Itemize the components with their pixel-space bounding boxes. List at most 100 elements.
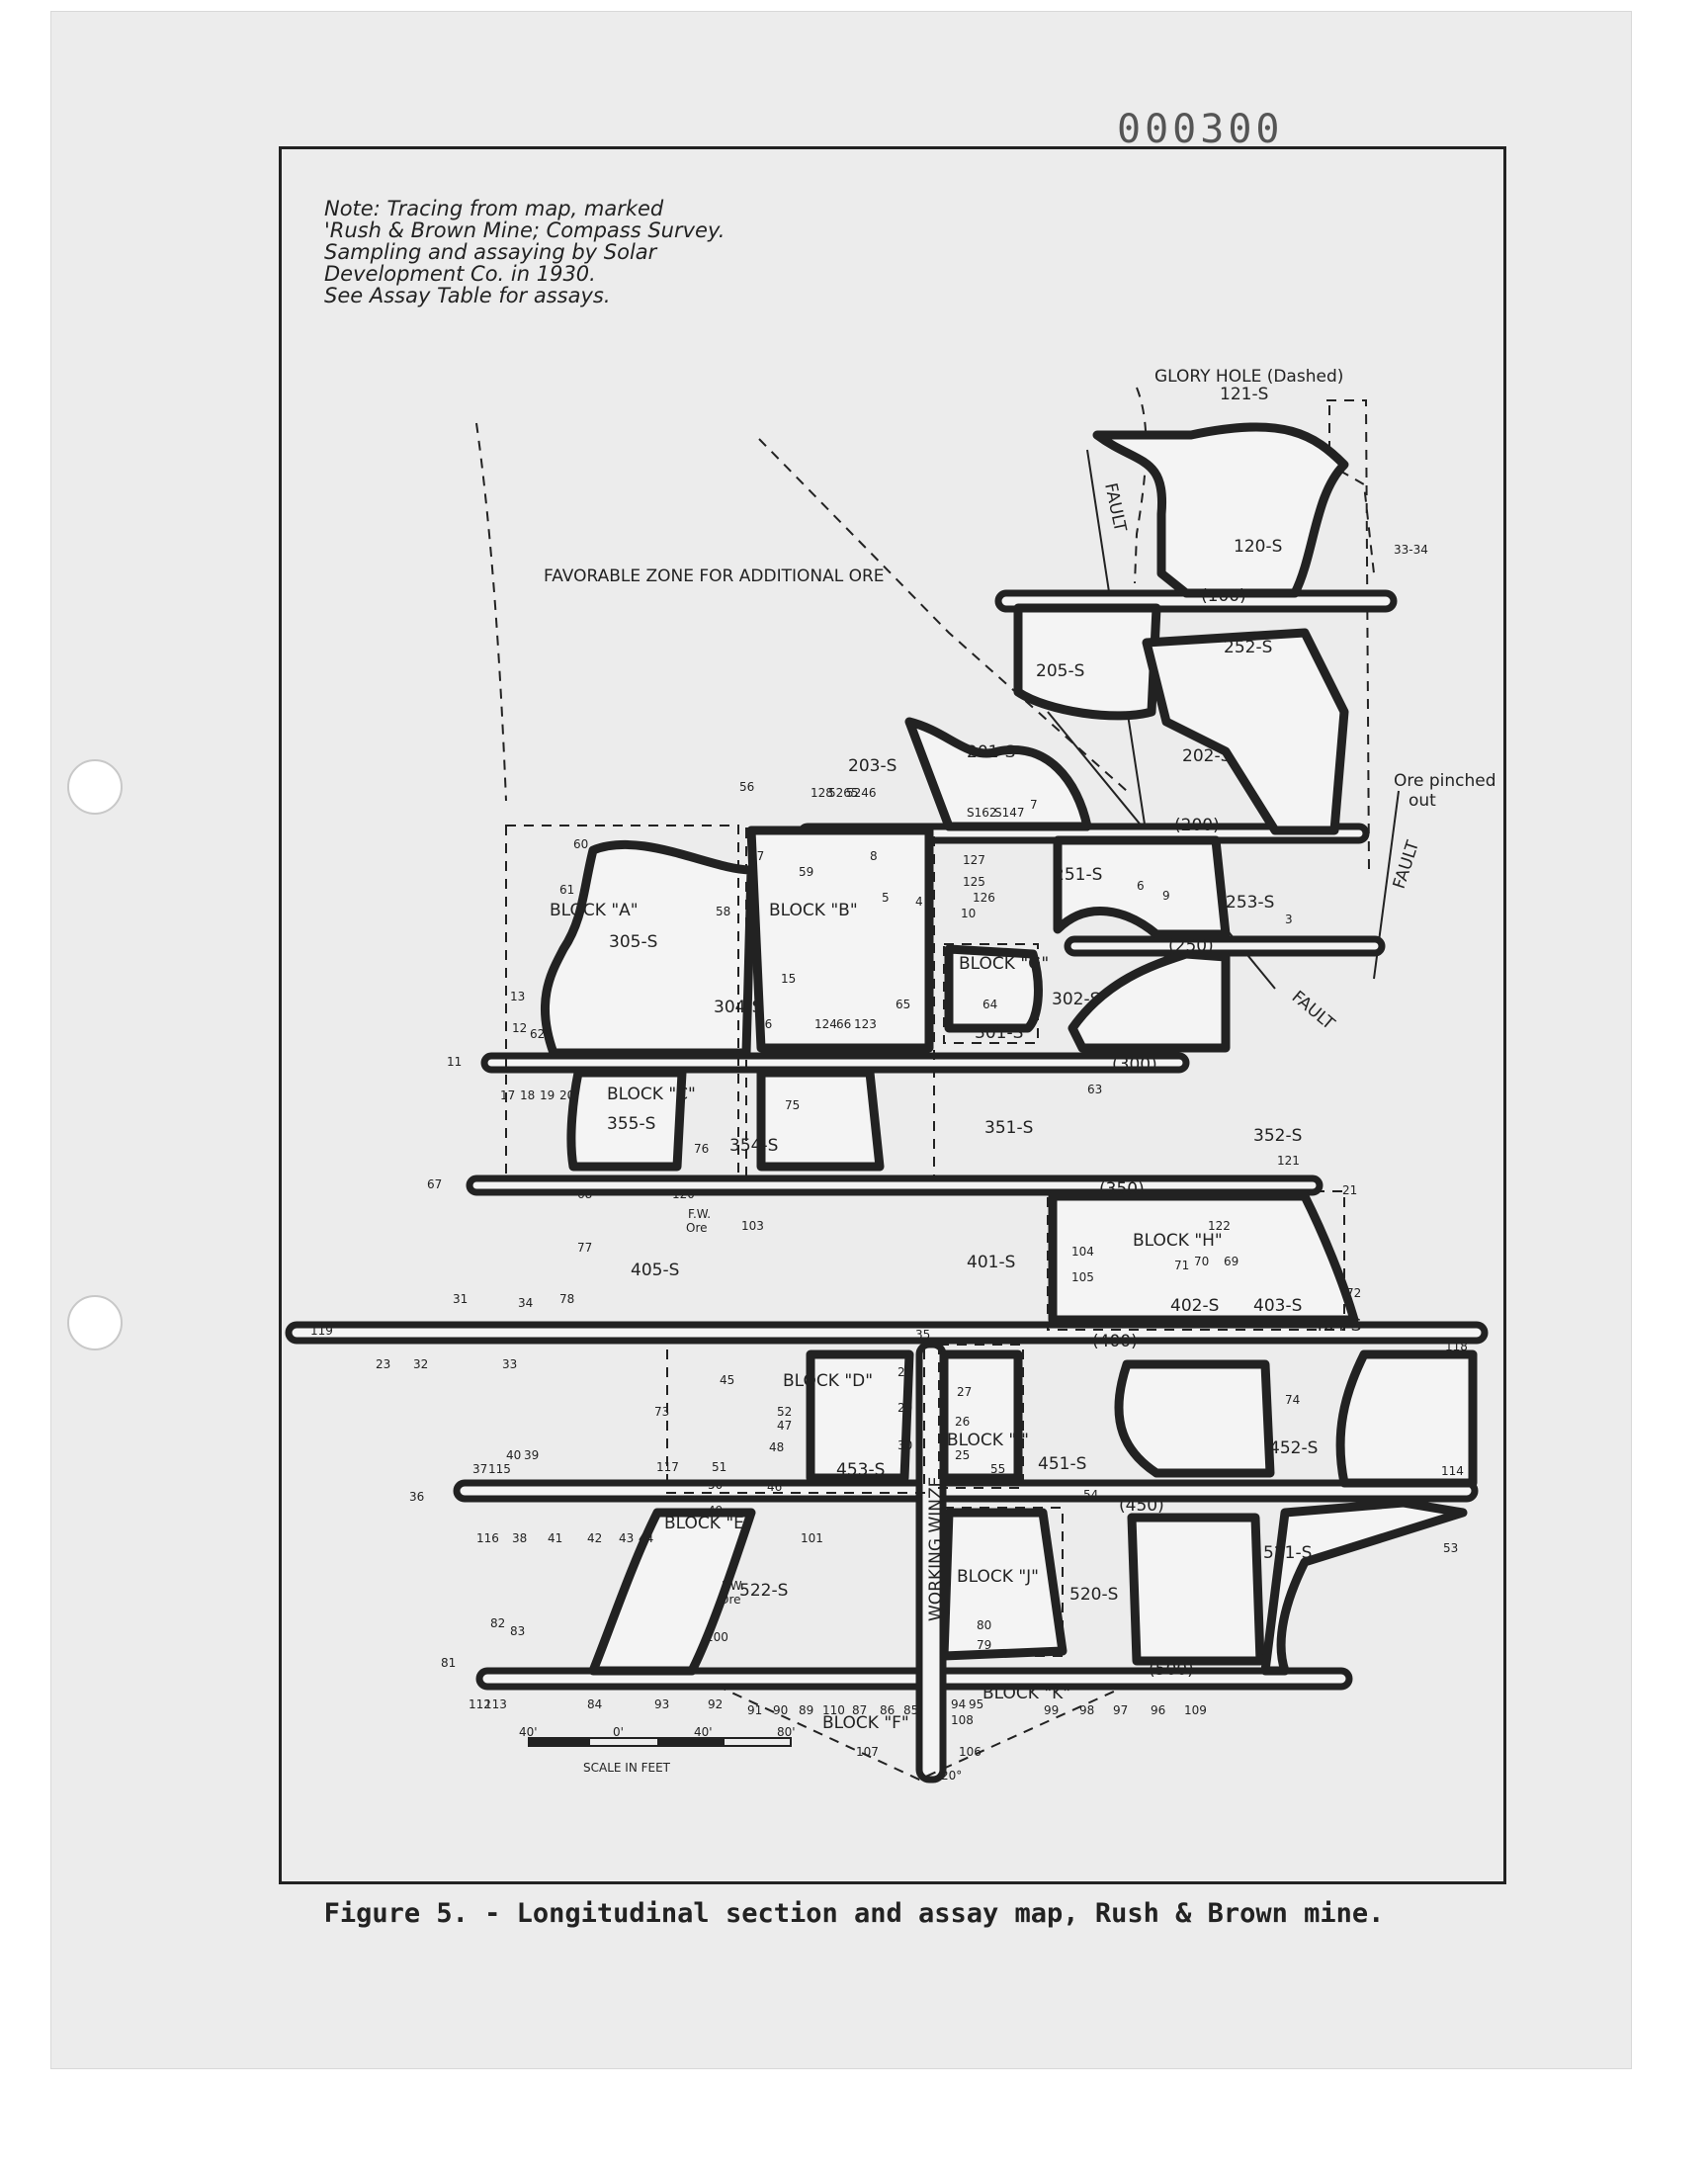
block-d-outline [666,1339,925,1494]
sample-number: 73 [654,1405,669,1419]
sample-number: 105 [1071,1270,1094,1284]
level-label: (100) [1201,586,1246,606]
stope-label: 205-S [1036,661,1084,681]
sample-number: 58 [716,905,730,918]
sample-number: 71 [1174,1259,1189,1272]
stope-label: 305-S [609,932,657,952]
stope-354-s [756,1068,885,1172]
sample-number: 107 [856,1745,879,1759]
sample-number: 90 [773,1703,788,1717]
block-label: BLOCK "B" [769,901,858,920]
sample-number: 94 [951,1697,966,1711]
level-300-drift [480,1052,1190,1074]
glory-hole-id: 121-S [1220,385,1268,404]
sample-number: 32 [413,1357,428,1371]
sample-number: 114 [1441,1464,1464,1478]
level-450-drift [453,1479,1479,1503]
level-400-drift [285,1321,1489,1345]
sample-number: 49 [708,1504,723,1518]
stope-label: 301-S [975,1023,1023,1043]
sample-number: 118 [1445,1340,1468,1353]
angle-mark: 20° [941,1769,962,1783]
block-label: BLOCK "A" [550,901,639,920]
sample-number: 26 [955,1415,970,1429]
block-label: BLOCK "J" [957,1567,1039,1587]
sample-number: S162 [967,806,997,820]
sample-number: 47 [777,1419,792,1433]
sample-number: 83 [510,1624,525,1638]
fault-label-upper: FAULT [1100,481,1130,534]
block-i-outline [938,1344,1024,1489]
sample-number: 53 [1443,1541,1458,1555]
block-label: BLOCK "C" [607,1085,696,1104]
sample-number: 28 [897,1365,912,1379]
level-label: (450) [1119,1496,1164,1516]
stope-label: 202-S [1182,746,1231,766]
sample-number: 44 [639,1531,653,1545]
sample-number: 87 [852,1703,867,1717]
sample-number: 21 [1342,1183,1357,1197]
sample-number: 98 [1079,1703,1094,1717]
sample-number: S147 [994,806,1025,820]
level-label: (400) [1092,1332,1138,1351]
sample-number: 91 [747,1703,762,1717]
stope-label: 352-S [1253,1126,1302,1146]
stope-label: 405-S [631,1261,679,1280]
block-label: BLOCK "K" [982,1684,1070,1703]
sample-number: 30 [897,1438,912,1452]
note-line: Sampling and assaying by Solar [324,240,657,264]
sample-number: 8 [870,849,878,863]
sample-number: 99 [1044,1703,1059,1717]
sample-number: 36 [409,1490,424,1504]
level-label: (200) [1174,816,1220,835]
sample-number: 48 [769,1440,784,1454]
sample-number: 79 [977,1638,991,1652]
scale-label: SCALE IN FEET [583,1761,671,1775]
sample-number: 60 [573,837,588,851]
sample-number: 33-34 [1394,543,1428,557]
block-label: BLOCK "F" [822,1713,909,1733]
sample-number: 117 [656,1460,679,1474]
sample-number: 120 [672,1187,695,1201]
sample-number: 40 [506,1448,521,1462]
stope-205-s [1013,603,1161,721]
favorable-zone-boundary-left [475,422,507,802]
sample-number: 96 [1151,1703,1165,1717]
sample-number: 69 [1224,1255,1238,1268]
sample-number: 67 [427,1177,442,1191]
block-j-outline [943,1507,1064,1657]
sample-number: 108 [951,1713,974,1727]
stope-label: 401-S [967,1253,1015,1272]
sample-number: 59 [799,865,813,879]
sample-number: 11 [447,1055,462,1069]
level-label: (500) [1149,1660,1194,1680]
note-line: Note: Tracing from map, marked [324,197,664,220]
sample-number: 78 [559,1292,574,1306]
sample-number: 19 [540,1088,555,1102]
sample-number: 45 [720,1373,734,1387]
sample-number: 95 [969,1697,983,1711]
sample-number: 34 [518,1296,533,1310]
sample-number: 33 [502,1357,517,1371]
stope-label: 354-S [729,1136,778,1156]
sample-number: 81 [441,1656,456,1670]
sample-number: 13 [510,990,525,1003]
block-h-outline [1047,1190,1345,1331]
stope-block-c-355-s [566,1068,687,1172]
sample-number: 126 [973,891,995,905]
stope-label: 521-S [1263,1543,1312,1563]
sample-number: 112 [469,1697,491,1711]
sample-number: 46 [767,1480,782,1494]
map-frame [279,146,1506,1884]
stope-label: 520-S [1069,1585,1118,1605]
stope-label: 253-S [1226,893,1274,913]
level-350-drift [466,1174,1324,1196]
binder-hole-top [67,759,123,815]
sample-number: 38 [512,1531,527,1545]
stope-302-s [1068,949,1231,1053]
scale-tick-label: 0' [613,1725,624,1739]
stope-block-j-520-s [939,1508,1068,1661]
block-f-outline [716,1685,1128,1782]
stope-201-s [904,717,1092,831]
sample-number: 62 [530,1027,545,1041]
